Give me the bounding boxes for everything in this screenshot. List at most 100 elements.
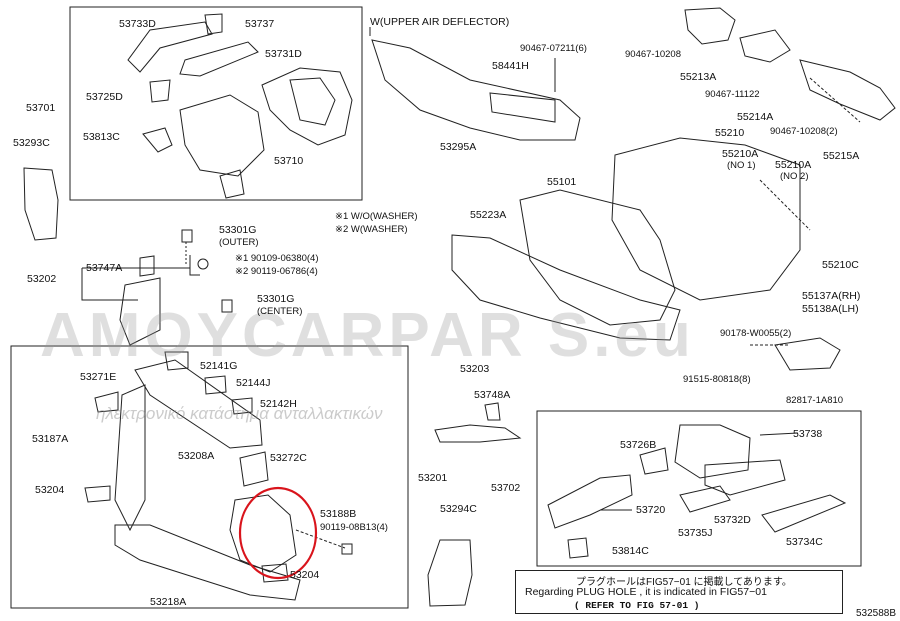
label-90178-w0055: 90178-W0055(2) [720,328,792,339]
label-53701: 53701 [26,102,56,114]
label-52142h: 52142H [260,398,297,410]
label-53735j: 53735J [678,527,713,539]
section-title-upper-air: W(UPPER AIR DEFLECTOR) [370,16,510,28]
plug-hole-note: プラグホールはFIG57−01 に掲載してあります。 Regarding PLU… [515,570,843,614]
label-center: (CENTER) [257,306,303,317]
part-52144j-shape [204,375,227,395]
plug-note-line3: ( REFER TO FIG 57-01 ) [574,600,700,611]
label-91515-80818: 91515-80818(8) [683,374,751,385]
part-53737-shape [204,13,223,35]
label-53731d: 53731D [265,48,302,60]
label-55215a: 55215A [823,150,860,162]
label-82817-1a810: 82817-1A810 [786,395,844,406]
label-53218a: 53218A [150,596,187,608]
label-53271e: 53271E [80,371,117,383]
label-52141g: 52141G [200,360,238,372]
label-53187a: 53187A [32,433,69,445]
label-53814c: 53814C [612,545,649,557]
label-53726b: 53726B [620,439,657,451]
label-55137a: 55137A(RH) [802,290,861,302]
part-53272c-shape [239,451,269,487]
part-52141g-shape [164,351,189,371]
label-no1: (NO 1) [727,160,756,171]
group-box-53201 [10,345,409,609]
part-53726b-shape [639,447,669,475]
part-53204b-shape [261,563,289,583]
label-53208a: 53208A [178,450,215,462]
part-53725d-shape [149,79,171,103]
label-no2: (NO 2) [780,171,809,182]
part-53731d-shape [179,41,259,77]
label-90467-11122: 90467-11122 [705,89,760,100]
part-53748a-shape [484,402,501,421]
part-53747a-shape [139,255,155,277]
part-53202-shape [119,277,161,346]
part-55101-shape [519,189,676,326]
label-53188b: 53188B [320,508,357,520]
part-55214a-shape [739,29,791,63]
label-53204-b: 53204 [290,569,320,581]
label-53202: 53202 [27,273,57,285]
label-53702: 53702 [491,482,521,494]
label-53294c: 53294C [440,503,477,515]
part-53814c-shape [567,537,589,559]
part-53738-shape [674,424,751,479]
part-53204a-shape [84,485,111,503]
label-53203: 53203 [460,363,490,375]
label-55214a: 55214A [737,111,774,123]
label-55210a-2: 55210A [775,159,812,171]
label-90467-10208-2: 90467-10208(2) [770,126,838,137]
highlight-ring [238,486,318,580]
label-52144j: 52144J [236,377,271,389]
fastener-53301g-center [221,299,233,313]
part-53293c-shape [23,167,59,241]
label-53813c: 53813C [83,131,120,143]
label-90109-06380: ※1 90109-06380(4) [235,253,319,264]
watermark-sub: ηλεκτρονικό κατάστημα ανταλλακτικών [96,404,383,423]
label-53748a: 53748A [474,389,511,401]
label-53747a: 53747A [86,262,123,274]
label-53295a: 53295A [440,141,477,153]
washer-note-2: ※2 W(WASHER) [335,224,408,235]
label-53710: 53710 [274,155,304,167]
plug-note-line1: プラグホールはFIG57−01 に掲載してあります。 [576,577,792,588]
label-53204-a: 53204 [35,484,65,496]
part-53295a-shape [371,39,581,141]
part-53271e-shape [94,391,119,413]
plug-note-line2: Regarding PLUG HOLE , it is indicated in… [525,586,767,598]
label-53725d: 53725D [86,91,123,103]
label-53732d: 53732D [714,514,751,526]
label-53301g-outer: 53301G [219,224,257,236]
label-53734c: 53734C [786,536,823,548]
part-53187a-shape [114,384,146,532]
label-55223a: 55223A [470,209,507,221]
label-55210a-1: 55210A [722,148,759,160]
label-55138a: 55138A(LH) [802,303,859,315]
part-53720-shape [547,474,633,529]
fastener-90119 [341,543,353,555]
part-53208a-shape [134,359,263,449]
part-55210-shape [611,137,801,301]
part-52142h-shape [231,397,253,415]
label-53272c: 53272C [270,452,307,464]
diagram-ref-code: 532588B [855,608,896,619]
fastener-90109 [197,258,209,270]
part-53735j-shape [704,459,786,496]
label-53720: 53720 [636,504,666,516]
part-53203-shape [434,424,522,443]
label-58441h: 58441H [492,60,529,72]
label-53201: 53201 [418,472,448,484]
label-55210: 55210 [715,127,745,139]
part-53218a-shape [114,524,301,601]
label-outer: (OUTER) [219,237,259,248]
part-53188b-shape [229,494,297,573]
part-53710-shape [179,94,265,177]
part-53734c-shape [761,494,847,533]
part-53733d-shape [127,21,213,73]
label-53733d: 53733D [119,18,156,30]
label-53738: 53738 [793,428,823,440]
label-55101: 55101 [547,176,577,188]
washer-note-1: ※1 W/O(WASHER) [335,211,418,222]
label-90467-07211: 90467-07211(6) [520,43,587,54]
